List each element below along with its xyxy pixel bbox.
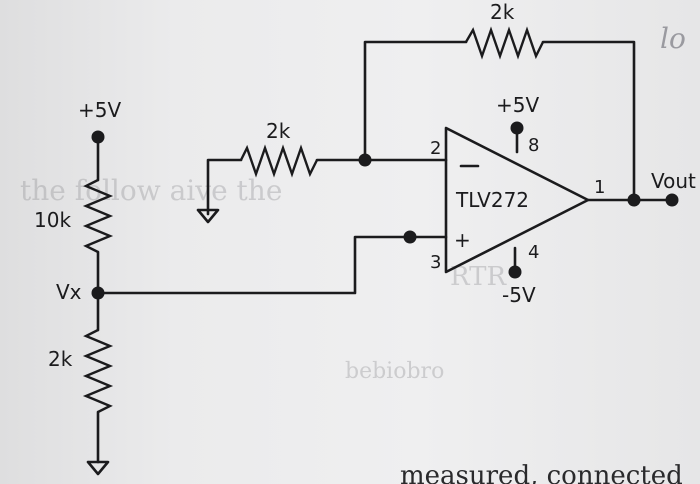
bleed-through-text: the follow aive the RTR bebiobro bbox=[20, 174, 507, 384]
divider-bottom-resistor-label: 2k bbox=[48, 347, 73, 371]
ghost-text-right: RTR bbox=[450, 262, 507, 292]
vout-label: Vout bbox=[651, 169, 696, 193]
opamp-negative-supply-label: -5V bbox=[502, 283, 536, 307]
divider-supply-label: +5V bbox=[78, 98, 121, 122]
noninverting-input-wire bbox=[98, 230, 448, 295]
vx-label: Vx bbox=[56, 280, 82, 304]
divider-top-resistor bbox=[82, 178, 114, 295]
feedback-resistor-label: 2k bbox=[490, 0, 515, 24]
ground-symbol-divider bbox=[86, 460, 110, 476]
divider-top-resistor-label: 10k bbox=[34, 208, 71, 232]
pin-1-label: 1 bbox=[594, 177, 605, 198]
opamp-part-label: TLV272 bbox=[455, 188, 529, 212]
pin-2-label: 2 bbox=[430, 138, 441, 159]
ghost-text-lower: bebiobro bbox=[345, 359, 444, 384]
output-wire bbox=[586, 193, 679, 207]
inverting-junction-dot bbox=[358, 153, 372, 167]
pin-3-label: 3 bbox=[430, 252, 441, 273]
opamp-plus-sign: + bbox=[454, 228, 471, 252]
opamp-positive-supply-label: +5V bbox=[496, 93, 539, 117]
divider-supply bbox=[91, 130, 105, 182]
handwritten-corner-text: lo bbox=[660, 22, 686, 55]
pin-4-label: 4 bbox=[528, 242, 539, 263]
ghost-text-line: the follow aive the bbox=[20, 174, 282, 207]
input-resistor bbox=[206, 144, 448, 216]
pin-8-label: 8 bbox=[528, 135, 539, 156]
feedback-resistor bbox=[363, 26, 636, 202]
bottom-text: measured, connected bbox=[400, 461, 683, 484]
input-resistor-label: 2k bbox=[266, 119, 291, 143]
ground-symbol-input bbox=[196, 208, 220, 224]
divider-bottom-resistor bbox=[82, 291, 114, 464]
opamp-positive-supply bbox=[510, 121, 524, 154]
opamp-negative-supply bbox=[508, 246, 522, 279]
opamp-triangle bbox=[444, 126, 590, 274]
